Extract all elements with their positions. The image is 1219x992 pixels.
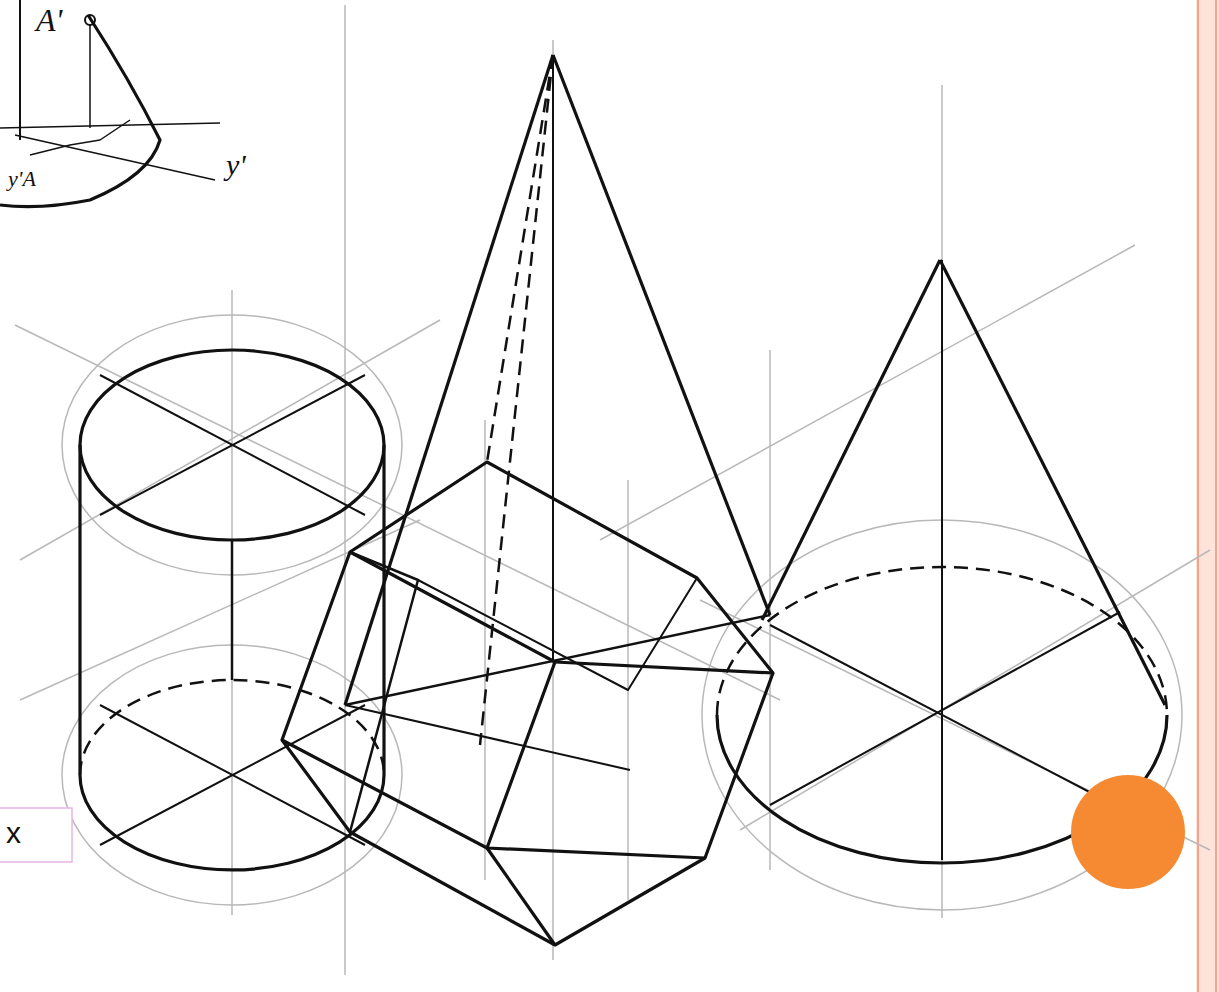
construction-lines xyxy=(15,5,1210,975)
side-bar xyxy=(1196,0,1219,992)
label-box xyxy=(0,808,72,862)
orange-dot xyxy=(1071,775,1185,889)
solid-outlines xyxy=(0,0,1167,945)
axis-label: A' xyxy=(36,4,62,36)
axis-label: x xyxy=(6,818,21,848)
side-bar-edge xyxy=(1215,0,1217,992)
axis-label: y'A xyxy=(8,168,36,190)
axis-label: y' xyxy=(226,150,246,180)
